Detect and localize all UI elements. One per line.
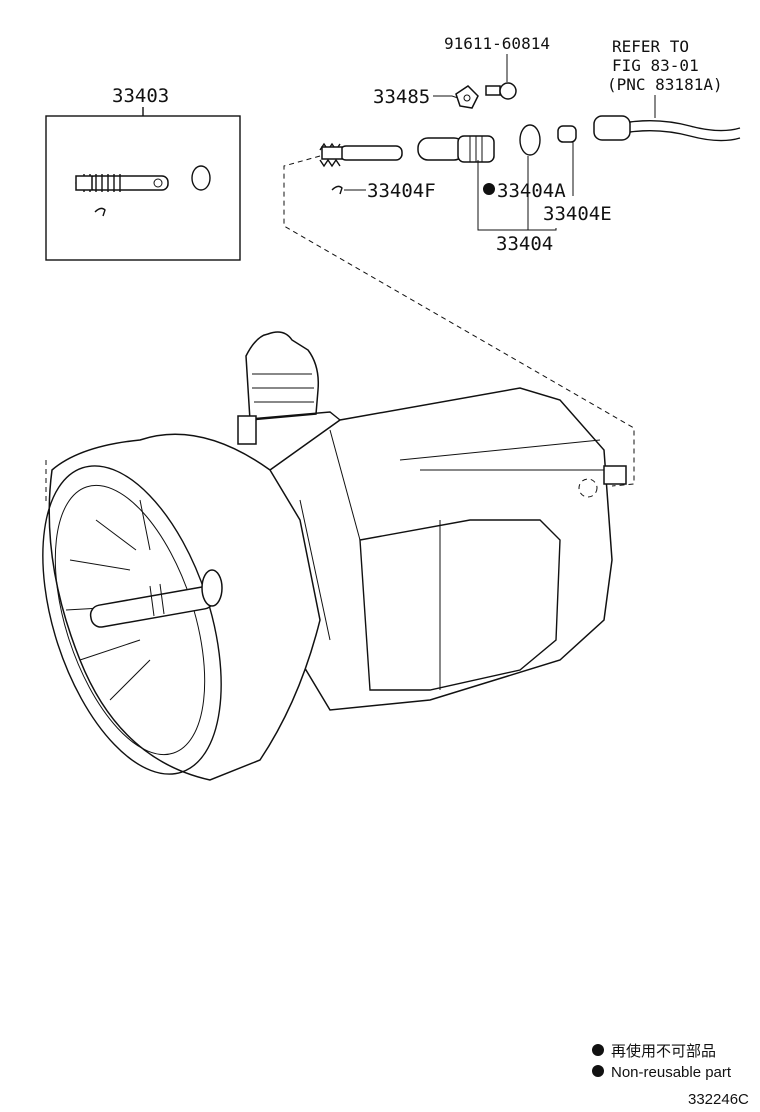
part-91611-group: 91611-60814 — [444, 34, 550, 100]
refer-line-2: FIG 83-01 — [612, 56, 699, 75]
clip-33404F-icon — [331, 185, 343, 195]
legend-english: Non-reusable part — [611, 1064, 732, 1081]
legend-japanese: 再使用不可部品 — [611, 1043, 716, 1060]
figure-code: 332246C — [688, 1091, 749, 1108]
o-ring-33404A-icon — [519, 124, 541, 156]
part-label-33404A: 33404A — [497, 180, 566, 202]
lock-plate-icon — [455, 85, 479, 109]
transmission-case-icon — [42, 331, 627, 781]
bolt-icon — [485, 82, 517, 100]
legend: 再使用不可部品 Non-reusable part — [592, 1043, 732, 1081]
input-shaft-icon — [89, 569, 223, 628]
part-33403-box — [45, 115, 241, 261]
part-33485-group: 33485 — [373, 85, 479, 109]
o-ring-icon — [191, 165, 211, 191]
part-label-33404: 33404 — [496, 233, 553, 255]
refer-line-1: REFER TO — [612, 37, 689, 56]
part-label-33404E: 33404E — [543, 203, 612, 225]
driven-gear-parts-row: 33404F 33404A 33404E 33404 — [319, 115, 741, 255]
part-label-33404F: 33404F — [367, 180, 436, 202]
clip-icon — [94, 207, 106, 217]
speedometer-driven-gear-assembly-icon — [75, 165, 211, 217]
oil-seal-33404E-icon — [557, 125, 577, 143]
legend-bullet-icon — [592, 1044, 604, 1056]
part-label-33485: 33485 — [373, 86, 430, 108]
part-33403-group: 33403 — [45, 85, 241, 261]
part-label-91611-60814: 91611-60814 — [444, 34, 550, 53]
sleeve-33404A-icon — [417, 135, 495, 163]
part-label-33403: 33403 — [112, 85, 169, 107]
non-reusable-bullet-icon — [483, 183, 495, 195]
speedometer-cable-icon — [593, 115, 741, 142]
driven-gear-icon — [319, 142, 403, 168]
legend-bullet-icon-2 — [592, 1065, 604, 1077]
refer-note: REFER TO FIG 83-01 (PNC 83181A) — [607, 37, 723, 118]
refer-line-3: (PNC 83181A) — [607, 75, 723, 94]
